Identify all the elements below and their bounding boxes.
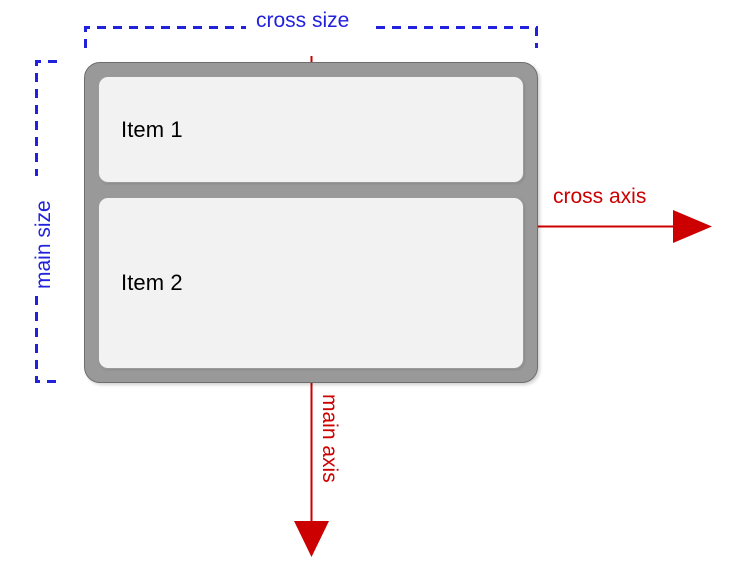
main-size-bracket <box>35 60 57 383</box>
cross-size-bracket-right <box>376 26 538 48</box>
main-axis-label: main axis <box>318 394 341 483</box>
main-size-bracket-bottom <box>35 296 57 383</box>
cross-axis-label: cross axis <box>553 185 647 208</box>
flex-container: Item 1 Item 2 <box>84 62 538 383</box>
flex-item-2-label: Item 2 <box>121 270 183 295</box>
cross-axis-arrowhead <box>673 210 712 243</box>
cross-size-bracket-left <box>84 26 246 48</box>
cross-size-bracket <box>84 26 538 48</box>
main-size-bracket-top <box>35 60 57 176</box>
flex-item-2: Item 2 <box>98 197 524 369</box>
cross-size-label: cross size <box>256 9 350 32</box>
flex-item-1: Item 1 <box>98 76 524 183</box>
main-axis-arrowhead <box>294 521 329 557</box>
flex-item-1-label: Item 1 <box>121 116 183 142</box>
main-size-label: main size <box>32 200 55 289</box>
